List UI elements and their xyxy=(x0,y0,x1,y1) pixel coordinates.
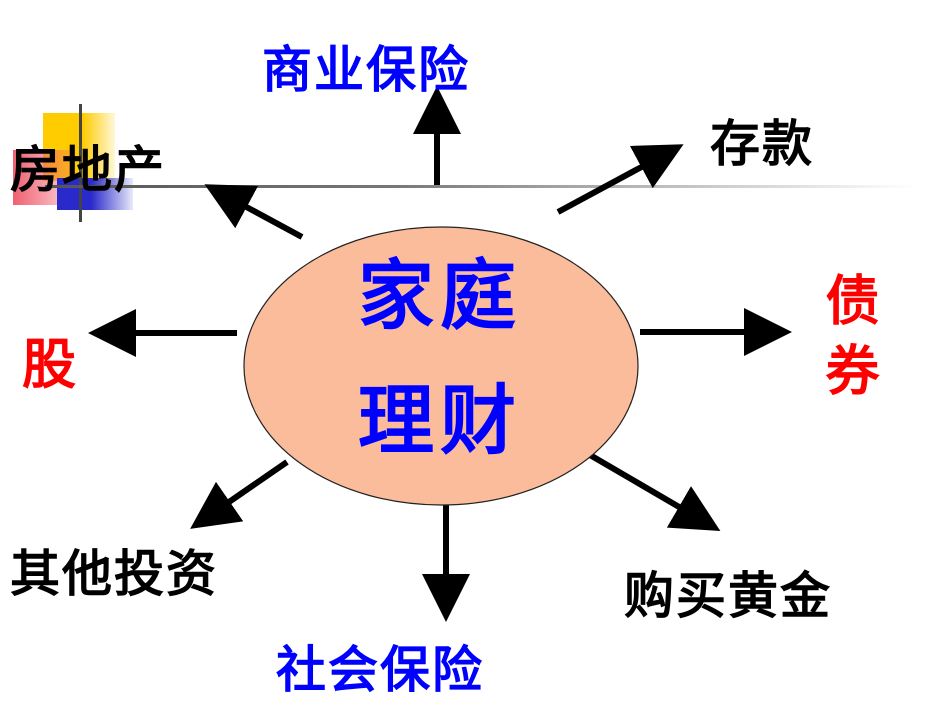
label-buy-gold: 购买黄金 xyxy=(624,567,832,625)
decorative-blue-square xyxy=(57,178,133,210)
arrow-down-right xyxy=(588,452,721,532)
label-real-estate: 房地产 xyxy=(10,141,166,199)
decorative-vertical-line xyxy=(79,104,82,222)
label-other-investment: 其他投资 xyxy=(10,545,218,603)
label-commercial-insurance: 商业保险 xyxy=(262,41,470,99)
arrow-up-right xyxy=(556,144,684,215)
arrow-up-left xyxy=(204,184,304,240)
center-ellipse xyxy=(243,226,639,506)
center-title-line2: 理财 xyxy=(358,376,522,465)
label-stocks: 股 xyxy=(22,333,78,396)
label-deposit: 存款 xyxy=(710,115,814,173)
label-social-insurance: 社会保险 xyxy=(276,641,484,699)
label-bonds: 债券 xyxy=(816,272,879,412)
arrow-down-left xyxy=(190,459,289,529)
center-title-line1: 家庭 xyxy=(358,251,522,340)
decorative-horizontal-line xyxy=(45,185,915,188)
